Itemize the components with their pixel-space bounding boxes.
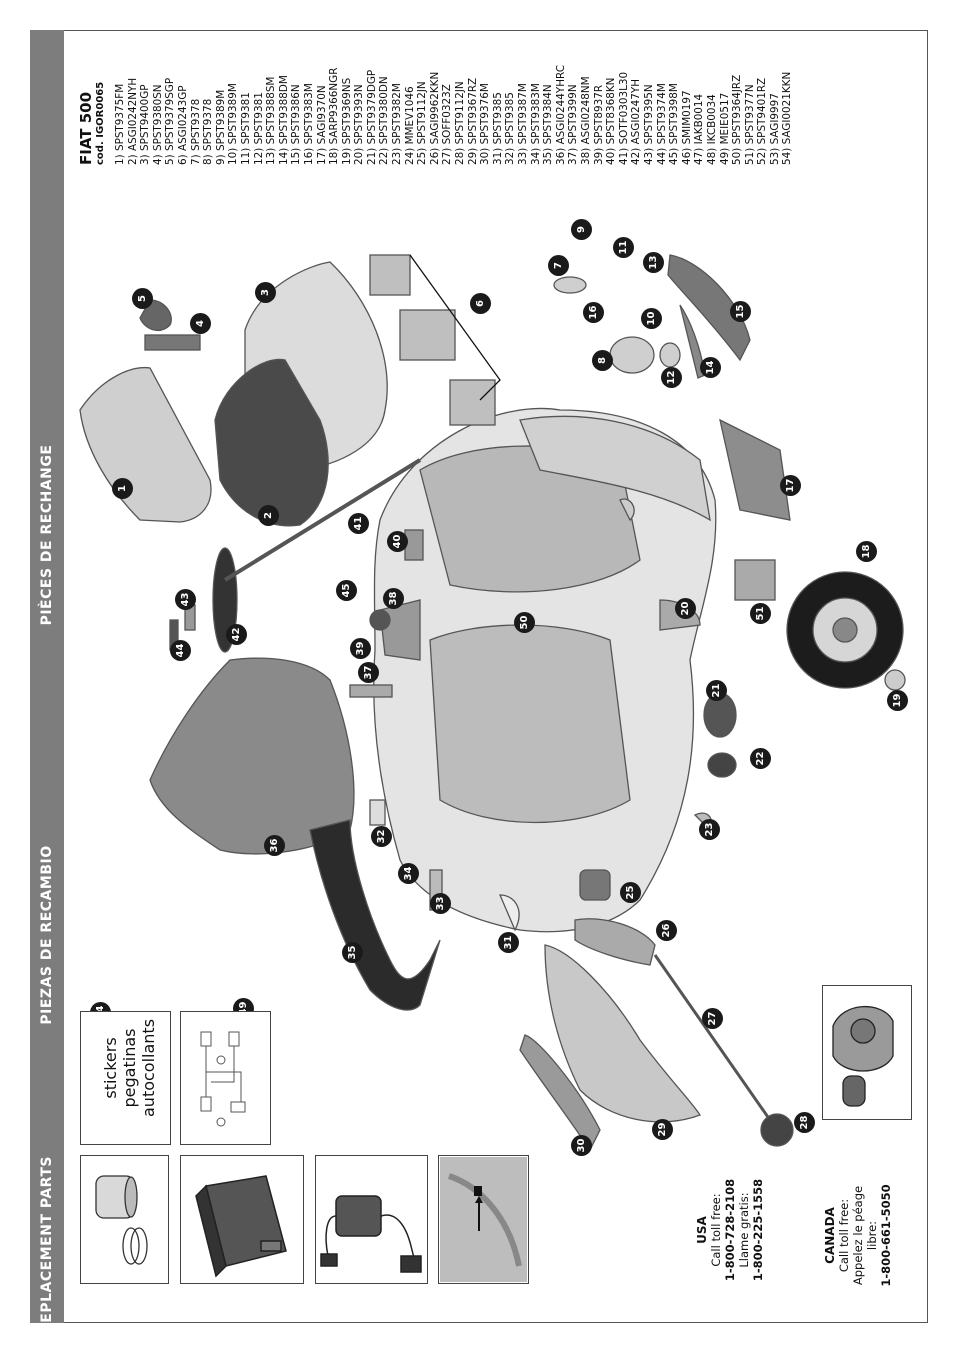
callout-3: 3	[255, 282, 276, 303]
callout-21: 21	[706, 680, 727, 701]
callout-6: 6	[470, 293, 491, 314]
decal-location-icon	[440, 1157, 527, 1282]
stickers-labels: stickers pegatinas autocollants	[101, 1019, 158, 1117]
callout-14: 14	[700, 357, 721, 378]
stickers-label-es: pegatinas	[120, 1028, 139, 1108]
usa-call-label-es: Llame gratis:	[737, 1192, 751, 1268]
callout-35: 35	[342, 942, 363, 963]
usa-phone-1[interactable]: 1-800-728-2108	[723, 1178, 737, 1282]
canada-contact: CANADA Call toll free: Appelez le péage …	[823, 1173, 893, 1298]
fuse-box	[80, 1155, 169, 1284]
stickers-label-en: stickers	[101, 1037, 120, 1099]
callout-4: 4	[190, 313, 211, 334]
callout-40: 40	[387, 531, 408, 552]
callout-19: 19	[887, 690, 908, 711]
callout-42: 42	[226, 624, 247, 645]
callout-30: 30	[571, 1135, 592, 1156]
usa-country: USA	[695, 1216, 709, 1244]
fuse-icon	[95, 1175, 148, 1265]
callout-50: 50	[514, 612, 535, 633]
callout-34: 34	[398, 863, 419, 884]
callout-2: 2	[258, 505, 279, 526]
callout-18: 18	[856, 541, 877, 562]
seat-shape	[149, 657, 355, 855]
wiring-diagram-box	[180, 1011, 271, 1145]
callout-22: 22	[750, 748, 771, 769]
callout-51: 51	[750, 603, 771, 624]
battery-box	[180, 1155, 304, 1284]
decal-location-box	[438, 1155, 529, 1284]
usa-phone-2[interactable]: 1-800-225-1558	[751, 1178, 765, 1282]
callout-13: 13	[643, 252, 664, 273]
callout-7: 7	[548, 255, 569, 276]
callout-32: 32	[371, 826, 392, 847]
callout-17: 17	[780, 475, 801, 496]
callout-33: 33	[430, 893, 451, 914]
callout-5: 5	[132, 288, 153, 309]
callout-16: 16	[583, 302, 604, 323]
callout-43: 43	[175, 589, 196, 610]
callout-12: 12	[661, 367, 682, 388]
stickers-box: stickers pegatinas autocollants	[80, 1011, 171, 1145]
callout-29: 29	[652, 1119, 673, 1140]
callout-27: 27	[702, 1008, 723, 1029]
callout-39: 39	[350, 638, 371, 659]
callout-8: 8	[592, 350, 613, 371]
usa-contact: USA Call toll free: 1-800-728-2108 Llame…	[695, 1175, 765, 1285]
callout-44: 44	[170, 640, 191, 661]
callout-38: 38	[383, 588, 404, 609]
callout-23: 23	[699, 819, 720, 840]
callout-37: 37	[358, 662, 379, 683]
callout-45: 45	[336, 580, 357, 601]
callout-41: 41	[348, 513, 369, 534]
callout-11: 11	[613, 237, 634, 258]
callout-25: 25	[620, 882, 641, 903]
gearbox-box	[822, 985, 912, 1120]
charger-icon	[320, 1195, 422, 1273]
callout-28: 28	[794, 1112, 815, 1133]
callout-9: 9	[571, 219, 592, 240]
callout-36: 36	[264, 835, 285, 856]
battery-icon	[195, 1175, 287, 1278]
callout-31: 31	[498, 932, 519, 953]
canada-call-label-fr-2: libre:	[865, 1220, 879, 1251]
canada-call-label: Call toll free:	[837, 1198, 851, 1273]
callout-15: 15	[730, 301, 751, 322]
wiring-diagram-icon	[200, 1031, 246, 1127]
canada-country: CANADA	[823, 1207, 837, 1264]
stickers-label-fr: autocollants	[139, 1018, 158, 1117]
canada-call-label-fr: Appelez le péage	[851, 1185, 865, 1286]
callout-10: 10	[641, 308, 662, 329]
header-band	[30, 30, 64, 1323]
usa-call-label: Call toll free:	[709, 1193, 723, 1267]
canada-phone[interactable]: 1-800-661-5050	[879, 1184, 893, 1287]
charger-box	[315, 1155, 428, 1284]
callout-1: 1	[112, 478, 133, 499]
gearbox-icon	[832, 1005, 894, 1107]
callout-26: 26	[656, 920, 677, 941]
callout-20: 20	[675, 598, 696, 619]
